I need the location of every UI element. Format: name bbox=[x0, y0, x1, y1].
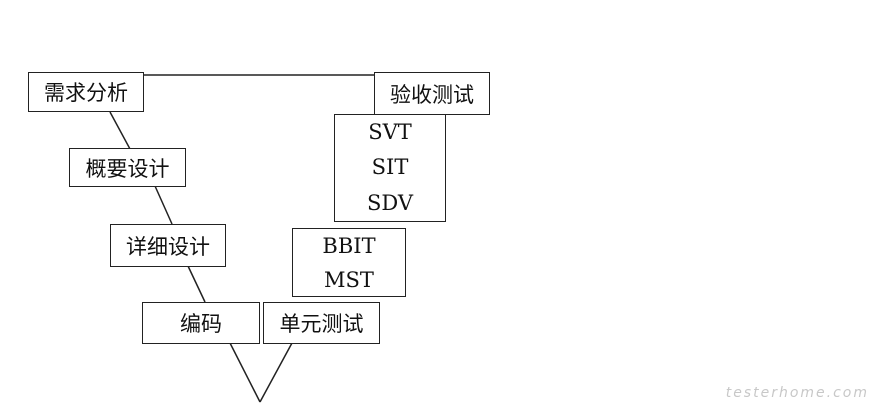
acceptance-test-label: 验收测试 bbox=[390, 82, 474, 107]
requirements-analysis-label: 需求分析 bbox=[44, 81, 128, 105]
bbit-box: BBIT bbox=[292, 228, 406, 264]
mst-label: MST bbox=[324, 267, 374, 292]
link-detail-to-code bbox=[187, 265, 206, 303]
sdv-label: SDV bbox=[366, 191, 414, 215]
sit-label: SIT bbox=[371, 155, 409, 179]
link-req-to-overview bbox=[109, 111, 131, 150]
coding-box: 编码 bbox=[142, 302, 260, 344]
sdv-box: SDV bbox=[334, 185, 446, 222]
coding-label: 编码 bbox=[180, 312, 222, 336]
unit-test-label: 单元测试 bbox=[279, 312, 364, 336]
acceptance-test-box: 验收测试 bbox=[374, 72, 490, 115]
requirements-analysis-box: 需求分析 bbox=[28, 72, 144, 112]
link-overview-to-detail bbox=[154, 185, 173, 225]
svt-label: SVT bbox=[368, 120, 412, 144]
detailed-design-box: 详细设计 bbox=[110, 224, 226, 267]
svt-box: SVT bbox=[334, 114, 446, 150]
mst-box: MST bbox=[292, 263, 406, 297]
detailed-design-label: 详细设计 bbox=[126, 234, 210, 259]
outline-design-box: 概要设计 bbox=[69, 148, 186, 187]
bbit-label: BBIT bbox=[322, 234, 376, 258]
v-left-line bbox=[229, 342, 261, 403]
unit-test-box: 单元测试 bbox=[263, 302, 380, 344]
outline-design-label: 概要设计 bbox=[85, 156, 170, 181]
sit-box: SIT bbox=[334, 149, 446, 186]
watermark-text: testerhome.com bbox=[725, 385, 869, 401]
v-right-line bbox=[259, 342, 293, 403]
